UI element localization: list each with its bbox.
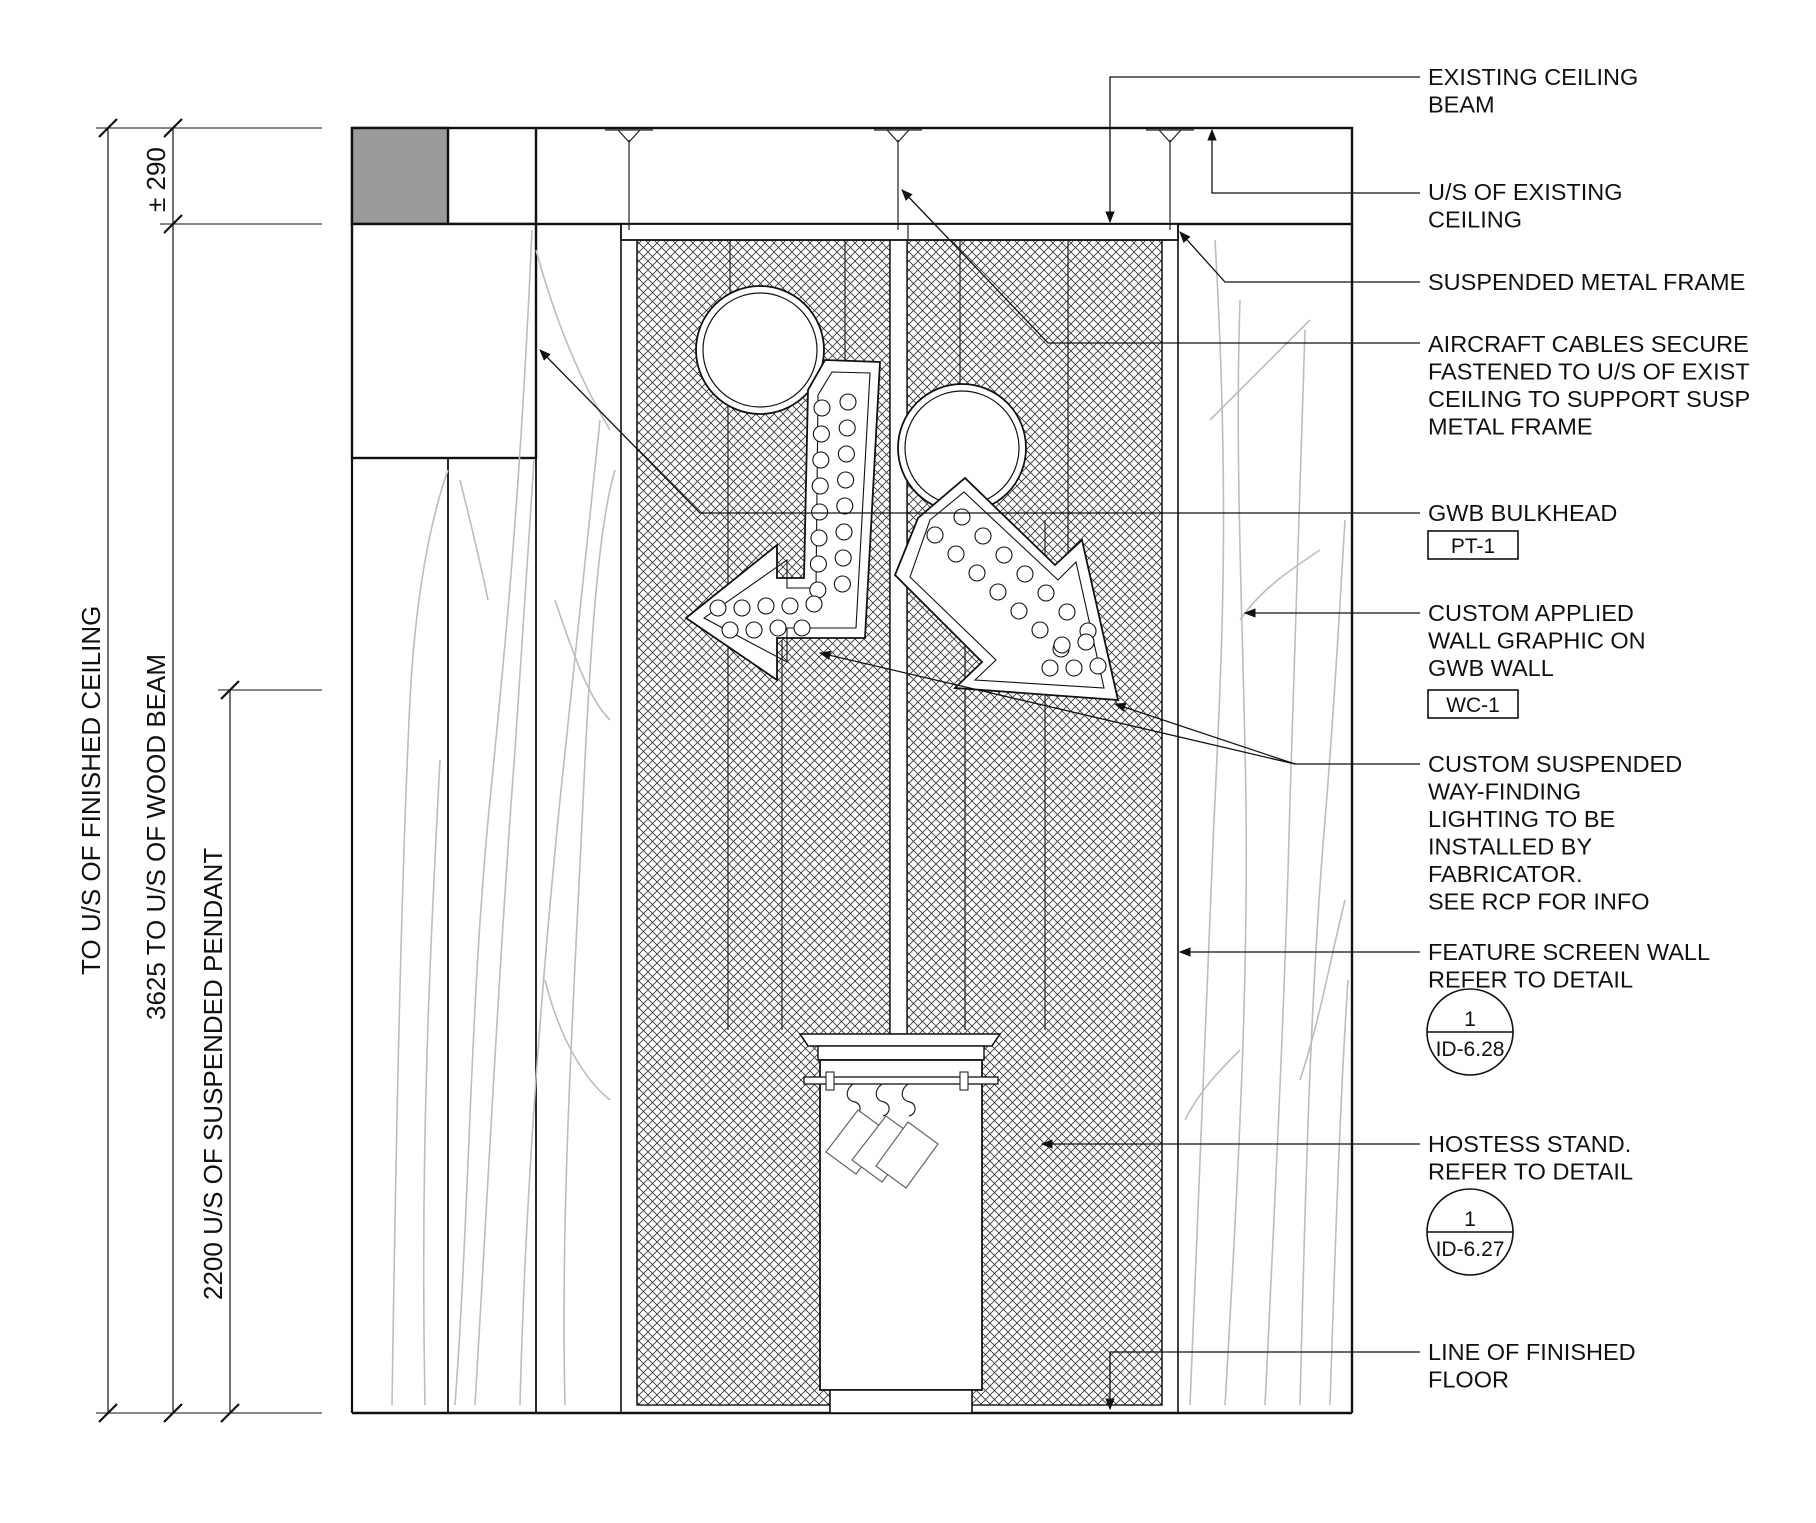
finish-tag-wc1: WC-1 xyxy=(1427,689,1519,719)
light-bulb xyxy=(995,546,1013,564)
light-bulb xyxy=(721,621,739,639)
light-bulb xyxy=(1031,621,1049,639)
finish-tag-pt1: PT-1 xyxy=(1427,530,1519,560)
wayfinding-arrow-right xyxy=(893,476,1120,701)
light-bulb xyxy=(1058,603,1076,621)
dim-overall-label: TO U/S OF FINISHED CEILING xyxy=(76,606,106,975)
light-bulb xyxy=(745,621,763,639)
light-bulb xyxy=(757,597,775,615)
light-bulb xyxy=(812,451,830,469)
aircraft-cables xyxy=(605,129,1194,1030)
light-bulb xyxy=(1077,633,1095,651)
light-bulb xyxy=(989,583,1007,601)
light-bulb xyxy=(1010,602,1028,620)
svg-text:WC-1: WC-1 xyxy=(1446,694,1500,717)
svg-text:1: 1 xyxy=(1464,1008,1476,1031)
light-bulb xyxy=(837,445,855,463)
light-bulb xyxy=(709,599,727,617)
gwb-bulkhead xyxy=(350,222,538,460)
elevation xyxy=(350,126,1354,1415)
light-bulb xyxy=(793,619,811,637)
light-bulb xyxy=(733,599,751,617)
wayfinding-arrow-left xyxy=(684,359,881,682)
note-wall-graphic: CUSTOM APPLIED WALL GRAPHIC ON GWB WALL xyxy=(1428,600,1652,681)
note-us-existing-ceiling: U/S OF EXISTING CEILING xyxy=(1428,179,1629,233)
wall-graphic-left xyxy=(391,229,616,1406)
svg-text:ID-6.28: ID-6.28 xyxy=(1436,1038,1505,1061)
ceiling-beam xyxy=(350,126,1354,226)
pendant-light-circle-left xyxy=(695,285,825,415)
dim-pendant-label: 2200 U/S OF SUSPENDED PENDANT xyxy=(198,848,228,1300)
note-wayfinding: CUSTOM SUSPENDED WAY-FINDING LIGHTING TO… xyxy=(1428,751,1689,915)
light-bulb xyxy=(812,425,830,443)
light-bulb xyxy=(805,595,823,613)
light-bulb xyxy=(836,497,854,515)
note-feature-screen: FEATURE SCREEN WALL REFER TO DETAIL xyxy=(1428,939,1716,993)
light-bulb xyxy=(974,527,992,545)
hostess-stand xyxy=(798,224,1002,1414)
light-bulb xyxy=(809,555,827,573)
light-bulb xyxy=(813,399,831,417)
detail-bubble-hostess-stand: 1 ID-6.27 xyxy=(1426,1188,1514,1276)
light-bulb xyxy=(947,545,965,563)
note-existing-ceiling-beam: EXISTING CEILING BEAM xyxy=(1428,64,1645,118)
light-bulb xyxy=(834,549,852,567)
notes: EXISTING CEILING BEAM U/S OF EXISTING CE… xyxy=(1428,64,1756,1393)
light-bulb xyxy=(837,471,855,489)
suspended-metal-frame xyxy=(620,223,1179,241)
light-bulb xyxy=(968,564,986,582)
light-bulb xyxy=(810,529,828,547)
light-bulb xyxy=(781,597,799,615)
light-bulb xyxy=(953,508,971,526)
svg-text:PT-1: PT-1 xyxy=(1451,535,1495,558)
note-aircraft-cables: AIRCRAFT CABLES SECURE FASTENED TO U/S O… xyxy=(1428,331,1756,440)
center-post xyxy=(889,223,908,1035)
note-finished-floor: LINE OF FINISHED FLOOR xyxy=(1428,1339,1642,1393)
light-bulb xyxy=(1016,565,1034,583)
wood-beam-section xyxy=(350,126,450,226)
light-bulb xyxy=(839,393,857,411)
light-bulb xyxy=(811,477,829,495)
note-hostess-stand: HOSTESS STAND. REFER TO DETAIL xyxy=(1428,1131,1638,1185)
dimension-lines: TO U/S OF FINISHED CEILING 3625 TO U/S O… xyxy=(76,118,322,1423)
svg-text:ID-6.27: ID-6.27 xyxy=(1436,1238,1505,1261)
svg-text:1: 1 xyxy=(1464,1208,1476,1231)
light-bulb xyxy=(833,575,851,593)
light-bulb xyxy=(811,503,829,521)
light-bulb xyxy=(835,523,853,541)
note-gwb-bulkhead: GWB BULKHEAD xyxy=(1428,500,1617,526)
light-bulb xyxy=(1053,636,1071,654)
light-bulb xyxy=(838,419,856,437)
detail-bubble-feature-screen: 1 ID-6.28 xyxy=(1426,988,1514,1076)
wall-graphic-right xyxy=(1184,239,1349,1406)
dim-beam-label: 3625 TO U/S OF WOOD BEAM xyxy=(141,654,171,1020)
light-bulb xyxy=(1037,584,1055,602)
light-bulb xyxy=(1089,657,1107,675)
note-suspended-metal-frame: SUSPENDED METAL FRAME xyxy=(1428,269,1745,295)
dim-ceiling-depth-label: ± 290 xyxy=(141,147,171,212)
light-bulb xyxy=(1041,659,1059,677)
light-bulb xyxy=(769,619,787,637)
light-bulb xyxy=(926,526,944,544)
leader-lines xyxy=(539,76,1420,1411)
light-bulb xyxy=(1065,659,1083,677)
light-bulb xyxy=(809,581,827,599)
